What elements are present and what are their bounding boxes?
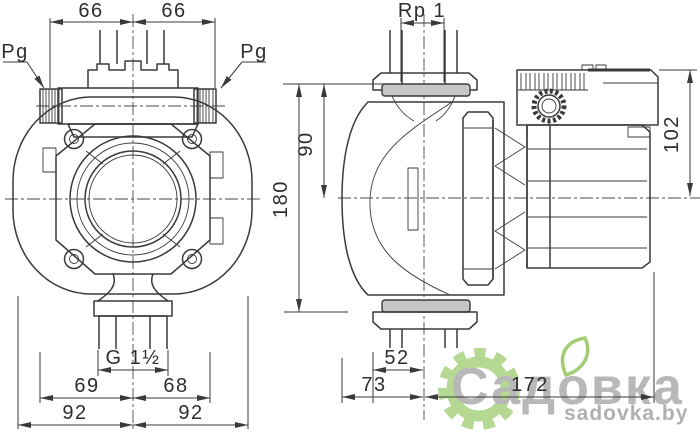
gland-knurl-left	[42, 89, 60, 123]
selector-knob-center	[541, 98, 557, 114]
bottom-union-side	[372, 311, 478, 330]
dim-offset-left: 69	[74, 375, 99, 397]
side-view-dimensions: Rp 1 90 180 102 52 73 172	[270, 0, 697, 403]
ext-lines-top	[49, 18, 216, 88]
leaf-icon	[560, 336, 590, 378]
bottom-pipe-front	[98, 315, 168, 349]
bottom-pipe-side	[389, 329, 458, 348]
label-gland-left: Pg	[1, 41, 28, 63]
watermark-site: sadovka.by	[564, 402, 688, 425]
flange-bolts	[63, 128, 203, 270]
rib-strip-edges	[492, 120, 528, 278]
label-gland-right: Pg	[240, 41, 267, 63]
flange-chamfers	[85, 150, 181, 248]
selector-knob-ring	[537, 94, 561, 118]
gear-logo-icon	[438, 348, 520, 430]
top-pipe-front	[99, 30, 165, 64]
dim-center-height: 90	[295, 131, 317, 156]
motor-top-notch	[627, 126, 651, 138]
side-tab-left	[42, 147, 57, 173]
dim-total-height: 180	[270, 180, 292, 218]
front-view-dimensions: 66 66 Pg Pg G 1½ 69 68 92 92	[1, 0, 267, 429]
gland-nut-left	[39, 88, 63, 124]
volute-neck-curves	[391, 95, 456, 122]
box-tab-2	[595, 64, 607, 71]
dim-half-width-right: 92	[178, 402, 203, 424]
dim-front-width-right: 66	[161, 0, 186, 22]
motor-cooling-lines	[528, 148, 647, 249]
dim-front-depth: 73	[361, 374, 386, 396]
port-boss	[407, 167, 419, 231]
mounting-plate	[462, 111, 494, 286]
dim-port-offset: 52	[384, 347, 409, 369]
ext-lines-rp1	[400, 18, 445, 82]
top-flange-disk	[381, 83, 471, 97]
motor-cylinder	[526, 124, 651, 269]
dim-half-width-left: 92	[62, 402, 87, 424]
ext-lines-bottom	[17, 296, 249, 429]
dim-port-thread: Rp 1	[398, 0, 446, 22]
ref-lines-height	[283, 83, 463, 313]
front-view-drawing	[5, 14, 262, 430]
side-view-drawing	[338, 14, 700, 420]
volute-body-front	[12, 96, 253, 295]
top-pipe-side	[389, 30, 458, 84]
dim-offset-right: 68	[163, 375, 188, 397]
dim-front-width-left: 66	[78, 0, 103, 22]
motor-face-circles	[69, 135, 197, 263]
top-union-side	[372, 72, 478, 91]
watermark: Садовка sadovka.by	[438, 336, 688, 430]
gland-nut-right	[193, 88, 217, 124]
side-tab-right-lower	[209, 217, 224, 245]
watermark-brand: Садовка	[451, 358, 684, 416]
bottom-flange-disk	[381, 299, 471, 313]
bottom-stem-front	[97, 273, 169, 302]
rib-zigzag	[494, 127, 526, 270]
selector-knob-icon	[531, 88, 567, 124]
box-tab-1	[581, 64, 594, 71]
volute-body-side	[341, 101, 505, 296]
volute-spiral-curve	[369, 101, 453, 296]
dim-back-depth: 172	[511, 374, 549, 396]
top-union-front	[87, 60, 179, 88]
gland-knurl-right	[196, 89, 214, 123]
vent-slats	[518, 73, 658, 91]
dim-box-height: 102	[661, 115, 683, 153]
dim-union-thread: G 1½	[106, 347, 161, 369]
mounting-plate-lines	[463, 127, 493, 270]
side-tab-right-upper	[209, 151, 224, 179]
terminal-box	[516, 69, 659, 126]
